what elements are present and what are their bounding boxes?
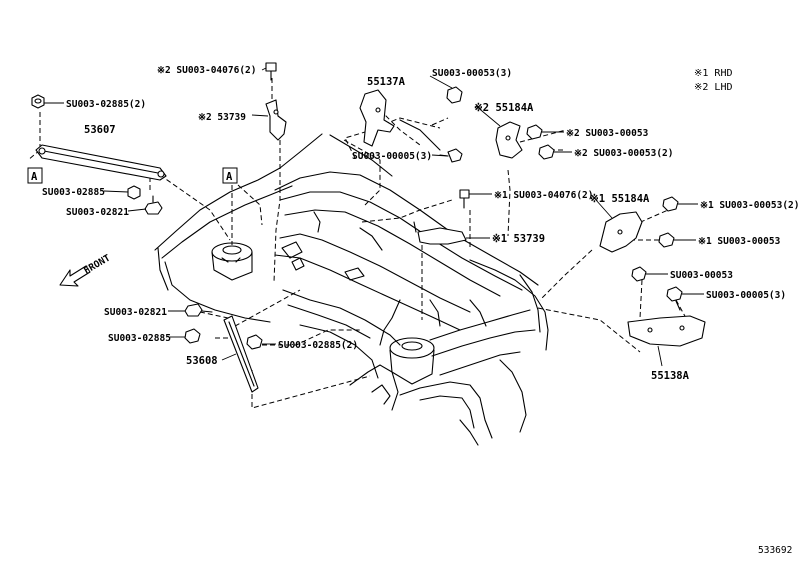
part-55184a-rhd-bracket[interactable] bbox=[599, 211, 643, 253]
nut-su003-02885-d[interactable] bbox=[246, 334, 263, 350]
view-marker-a-left[interactable]: A bbox=[27, 167, 43, 184]
view-marker-a-center[interactable]: A bbox=[222, 167, 238, 184]
bolt-su003-04076-lhd[interactable] bbox=[265, 62, 277, 81]
part-53739-lhd-bracket[interactable] bbox=[265, 99, 287, 141]
nut-su003-00053-x3[interactable] bbox=[446, 86, 463, 104]
callout-su003-02885-a[interactable]: SU003-02885 bbox=[42, 187, 105, 198]
callout-su003-02821-b[interactable]: SU003-02821 bbox=[104, 307, 167, 318]
callout-55138a[interactable]: 55138A bbox=[651, 370, 690, 382]
callout-labels: ※2 SU003-04076(2) ※2 53739 SU003-02885(2… bbox=[42, 65, 799, 382]
bolt-su003-02821-a[interactable] bbox=[144, 195, 163, 215]
vehicle-body-structure bbox=[154, 119, 549, 446]
callout-su003-00053-rhd-x2[interactable]: ※1 SU003-00053(2) bbox=[700, 200, 799, 211]
callout-55184a-lhd[interactable]: ※2 55184A bbox=[474, 102, 534, 114]
callout-su003-00005-x3[interactable]: SU003-00005(3) bbox=[352, 151, 432, 162]
part-55138a-bracket[interactable] bbox=[627, 315, 706, 347]
callout-53739-rhd[interactable]: ※1 53739 bbox=[492, 233, 545, 245]
reference-number: 533692 bbox=[758, 545, 792, 556]
callout-53608[interactable]: 53608 bbox=[186, 355, 218, 367]
part-53607-rod[interactable] bbox=[35, 144, 167, 181]
callout-55137a[interactable]: 55137A bbox=[367, 76, 406, 88]
nut-su003-02885-c[interactable] bbox=[184, 328, 201, 344]
callout-su003-02821-a[interactable]: SU003-02821 bbox=[66, 207, 129, 218]
callout-su003-04076-lhd[interactable]: ※2 SU003-04076(2) bbox=[157, 65, 256, 76]
callout-su003-00053-lhd[interactable]: ※2 SU003-00053 bbox=[566, 128, 649, 139]
callout-su003-00053-lhd-x2[interactable]: ※2 SU003-00053(2) bbox=[574, 148, 673, 159]
front-label: FRONT bbox=[82, 253, 113, 277]
nut-su003-02885-a[interactable] bbox=[31, 94, 45, 109]
nut-su003-00053-rhd[interactable] bbox=[658, 232, 675, 248]
nut-su003-00053-rhd-x2[interactable] bbox=[662, 196, 679, 212]
part-55184a-lhd-bracket[interactable] bbox=[495, 121, 523, 159]
svg-text:A: A bbox=[31, 171, 38, 183]
legend-lhd: ※2 LHD bbox=[694, 82, 732, 93]
callout-su003-00053-x3[interactable]: SU003-00053(3) bbox=[432, 68, 512, 79]
nut-su003-00053-lhd-x2[interactable] bbox=[538, 144, 555, 160]
callout-53739-lhd[interactable]: ※2 53739 bbox=[198, 112, 246, 123]
leader-lines bbox=[44, 67, 704, 367]
part-53739-rhd-bracket[interactable] bbox=[413, 221, 467, 245]
callout-su003-00005-x3-55138a[interactable]: SU003-00005(3) bbox=[706, 290, 786, 301]
part-55137a-bracket[interactable] bbox=[359, 89, 395, 147]
callout-su003-00053-55138a[interactable]: SU003-00053 bbox=[670, 270, 733, 281]
callout-su003-02885-b[interactable]: SU003-02885 bbox=[108, 333, 171, 344]
callout-53607[interactable]: 53607 bbox=[84, 124, 116, 136]
bolt-su003-00005-55138a[interactable] bbox=[666, 286, 683, 311]
nut-su003-00053-lhd[interactable] bbox=[526, 124, 543, 140]
part-53608-rod[interactable] bbox=[223, 315, 259, 393]
nut-su003-02885-b[interactable] bbox=[127, 185, 141, 200]
callout-su003-02885-x2-a[interactable]: SU003-02885(2) bbox=[66, 99, 146, 110]
callout-su003-00053-rhd[interactable]: ※1 SU003-00053 bbox=[698, 236, 781, 247]
nut-su003-00053-55138a[interactable] bbox=[631, 266, 647, 282]
front-direction-arrow: FRONT bbox=[59, 253, 113, 287]
legend-rhd: ※1 RHD bbox=[694, 68, 732, 79]
bolt-su003-04076-rhd[interactable] bbox=[459, 189, 470, 209]
callout-su003-04076-rhd[interactable]: ※1 SU003-04076(2) bbox=[494, 190, 593, 201]
callout-55184a-rhd[interactable]: ※1 55184A bbox=[590, 193, 650, 205]
svg-text:A: A bbox=[226, 171, 233, 183]
legend: ※1 RHD ※2 LHD bbox=[694, 68, 732, 93]
callout-su003-02885-x2-b[interactable]: SU003-02885(2) bbox=[278, 340, 358, 351]
